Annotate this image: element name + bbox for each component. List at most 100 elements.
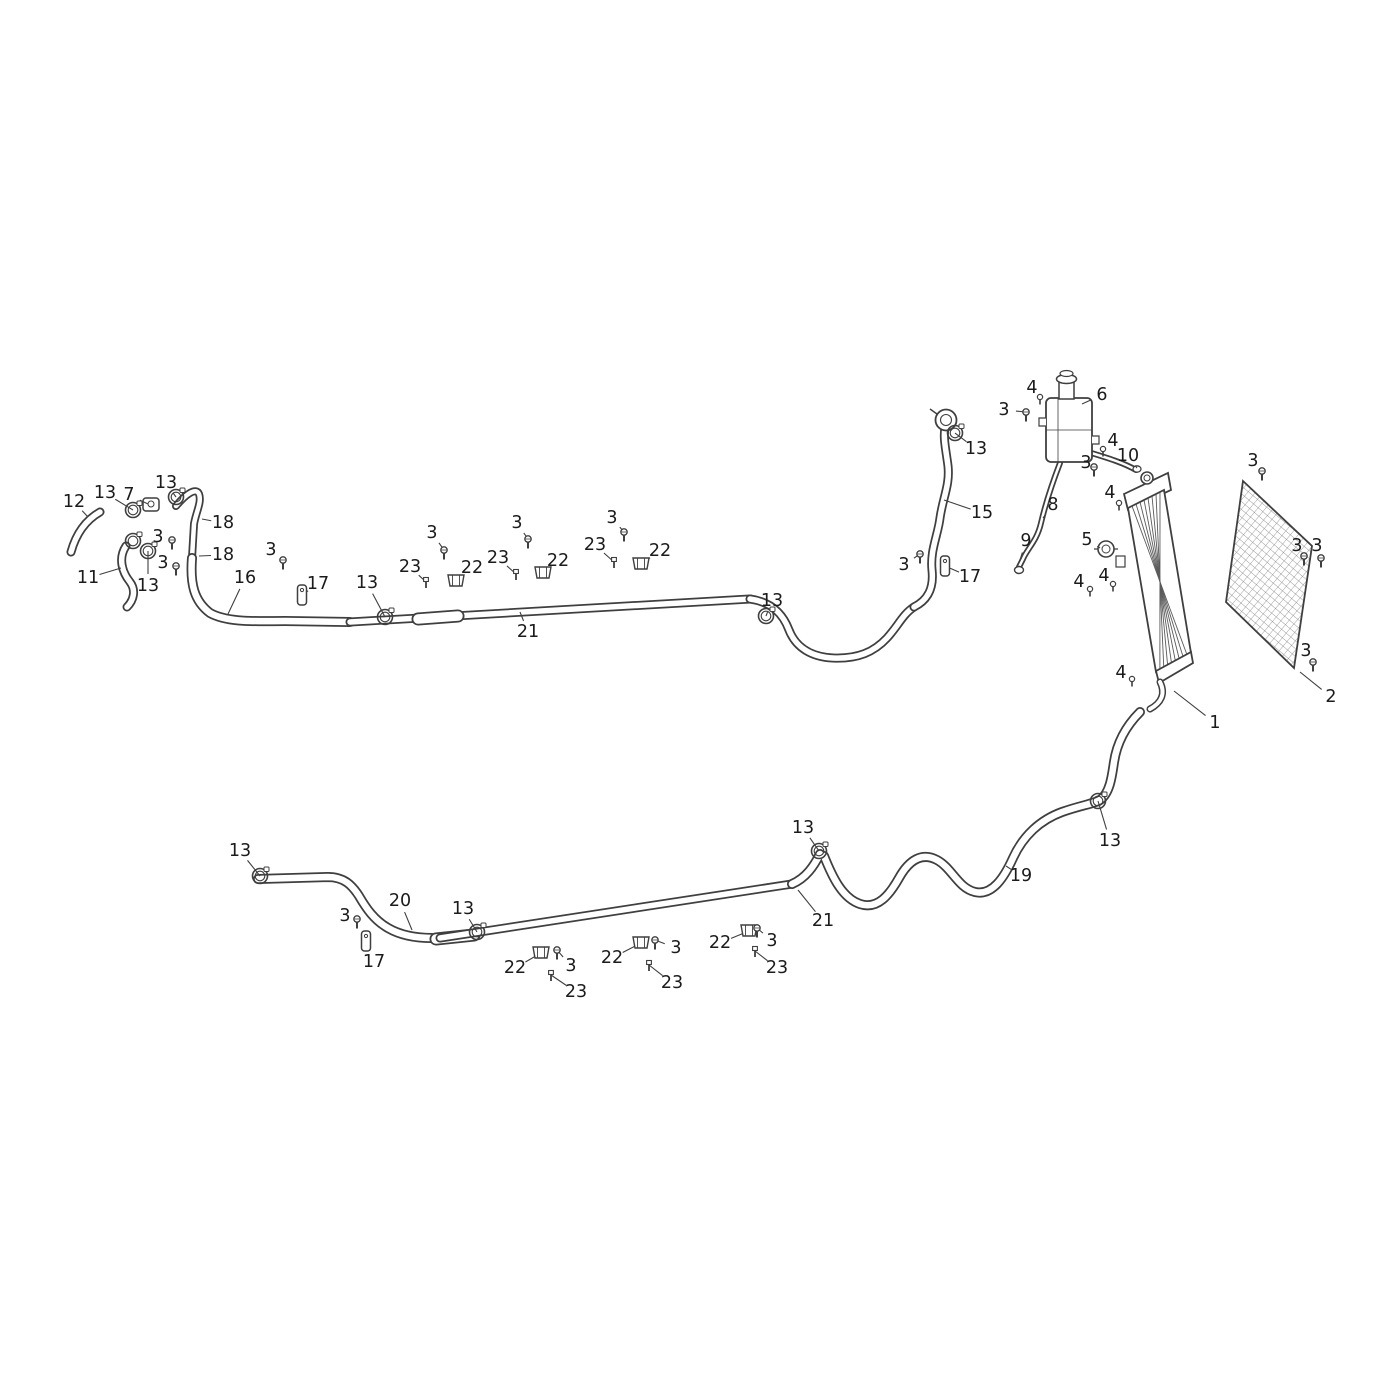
callout-label-20: 20 (389, 891, 411, 911)
callout-label-18: 18 (212, 545, 234, 565)
callout-label-3: 3 (1300, 641, 1311, 661)
radiator-filler-neck (1140, 471, 1154, 485)
radiator-cap-detail (1143, 474, 1151, 482)
callout-label-3: 3 (426, 523, 437, 543)
callout-leader-2 (1299, 671, 1323, 690)
callout-label-3: 3 (157, 553, 168, 573)
callout-label-23: 23 (584, 535, 606, 555)
callout-label-7: 7 (123, 485, 134, 505)
hose-20-inner (254, 873, 436, 942)
part-glyph-23 (422, 576, 430, 589)
part-glyph-3 (1021, 407, 1031, 423)
callout-label-22: 22 (461, 558, 483, 578)
part-glyph-17 (360, 930, 372, 952)
part-glyph-13 (946, 423, 965, 442)
hose-19 (787, 707, 1145, 911)
callout-label-3: 3 (339, 906, 350, 926)
components-layer (124, 369, 1313, 713)
screen-mesh-panel (1225, 479, 1313, 670)
part-glyph-22 (632, 936, 650, 949)
hose-21-elbow-inner (747, 596, 917, 661)
callout-leader-23 (550, 974, 567, 986)
callout-label-2: 2 (1325, 687, 1336, 707)
part-glyph-3 (619, 527, 629, 543)
hose-12-inner (68, 509, 103, 555)
callout-label-5: 5 (1081, 530, 1092, 550)
callout-leader-20 (404, 911, 413, 931)
callout-leader-23 (754, 950, 768, 962)
callout-label-13: 13 (452, 899, 474, 919)
callout-label-15: 15 (971, 503, 993, 523)
callout-label-3: 3 (1080, 453, 1091, 473)
hose-16-inner (188, 554, 354, 626)
coolant-reservoir (1038, 369, 1100, 463)
pressure-cap-inner (1101, 544, 1111, 554)
callout-label-23: 23 (661, 973, 683, 993)
part-glyph-3 (278, 555, 288, 571)
callout-label-4: 4 (1115, 663, 1126, 683)
callout-label-22: 22 (601, 948, 623, 968)
outlet-fitting-body (142, 497, 160, 512)
callout-label-4: 4 (1107, 431, 1118, 451)
pressure-cap (1094, 540, 1118, 558)
radiator (1115, 465, 1194, 713)
drain-tip (1013, 565, 1025, 575)
callout-label-23: 23 (399, 557, 421, 577)
callout-leader-9 (1019, 552, 1023, 561)
callout-label-10: 10 (1117, 446, 1139, 466)
callout-label-3: 3 (998, 400, 1009, 420)
callout-leader-15 (943, 499, 971, 510)
filler-neck-ring (934, 408, 958, 432)
callout-label-6: 6 (1096, 385, 1107, 405)
callout-label-21: 21 (812, 911, 834, 931)
inlet-elbow (1132, 465, 1142, 473)
pressure-cap-body (1097, 540, 1115, 558)
callout-label-22: 22 (504, 958, 526, 978)
callout-label-13: 13 (761, 591, 783, 611)
callout-label-13: 13 (792, 818, 814, 838)
part-glyph-4 (1109, 580, 1117, 593)
callout-leader-13 (765, 611, 769, 617)
callout-label-17: 17 (307, 574, 329, 594)
hose-8-inner (1017, 461, 1062, 569)
part-glyph-3 (1089, 462, 1099, 478)
callout-label-3: 3 (152, 527, 163, 547)
tube-21-upper-inner (347, 596, 753, 625)
callout-label-4: 4 (1104, 483, 1115, 503)
reservoir-detail (1046, 398, 1092, 462)
callout-label-12: 12 (63, 492, 85, 512)
part-glyph-23 (512, 568, 520, 581)
part-glyph-3 (352, 914, 362, 930)
part-glyph-13 (139, 541, 158, 560)
callout-leader-13 (247, 860, 261, 877)
reservoir-cap-top (1059, 369, 1074, 378)
part-glyph-3 (1316, 553, 1326, 569)
callout-leader-18 (198, 554, 212, 557)
callout-label-3: 3 (670, 938, 681, 958)
part-glyph-22 (532, 946, 550, 959)
radiator-bracket-left (1115, 555, 1126, 568)
reservoir-tabs (1038, 417, 1100, 445)
callout-label-17: 17 (959, 567, 981, 587)
callout-label-21: 21 (517, 622, 539, 642)
radiator-bottom-tank (1154, 650, 1194, 685)
filler-neck (929, 408, 958, 432)
callout-label-1: 1 (1209, 713, 1220, 733)
callout-label-3: 3 (1311, 536, 1322, 556)
callout-label-23: 23 (565, 982, 587, 1002)
callout-label-3: 3 (898, 555, 909, 575)
callout-label-23: 23 (766, 958, 788, 978)
callout-leader-23 (648, 964, 663, 977)
callout-label-13: 13 (356, 573, 378, 593)
callout-label-3: 3 (766, 931, 777, 951)
callout-label-19: 19 (1010, 866, 1032, 886)
hose-15-inner (911, 425, 952, 610)
radiator-screen (1225, 479, 1313, 670)
part-glyph-17 (939, 555, 951, 577)
callout-label-3: 3 (511, 513, 522, 533)
callout-label-13: 13 (1099, 831, 1121, 851)
callout-leader-10 (1134, 465, 1138, 469)
callout-label-4: 4 (1098, 566, 1109, 586)
part-glyph-4 (1128, 675, 1136, 688)
